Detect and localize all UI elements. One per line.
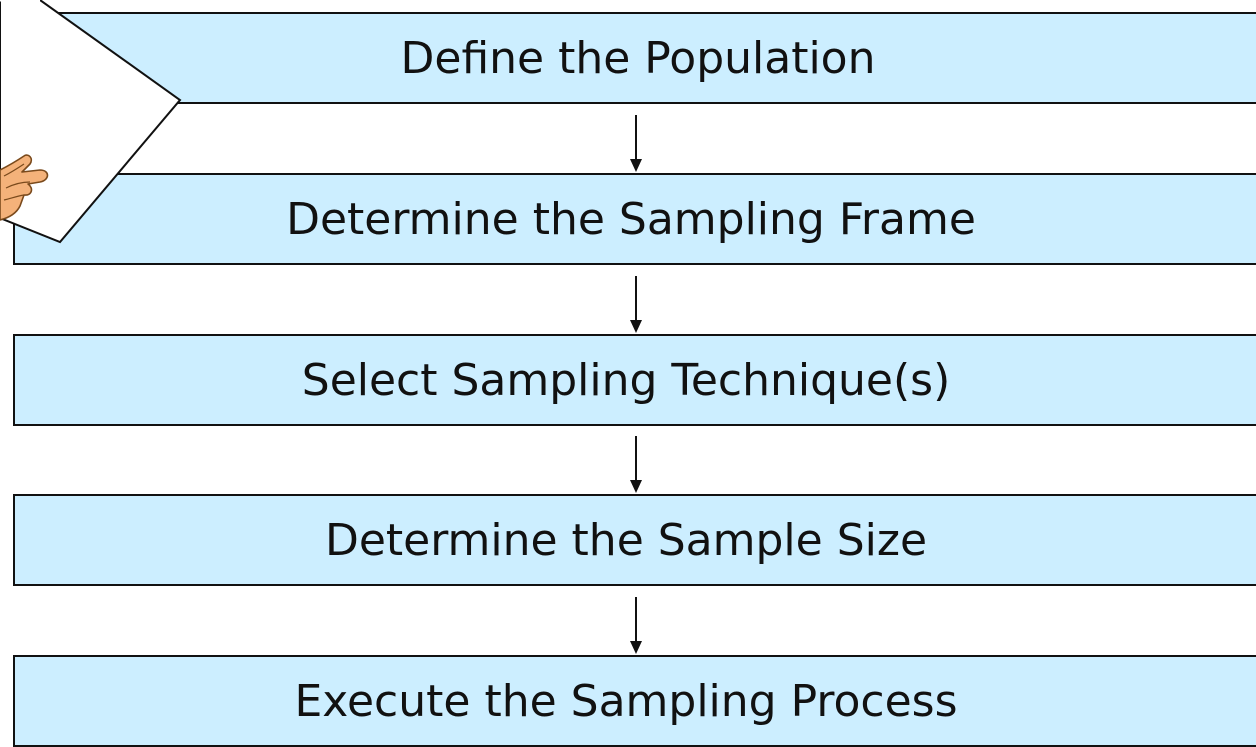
- step-sample-size: Determine the Sample Size: [13, 494, 1256, 586]
- step-execute-sampling: Execute the Sampling Process: [13, 655, 1256, 747]
- arrow-down-icon: [626, 597, 646, 655]
- step-label: Determine the Sampling Frame: [286, 193, 976, 245]
- step-sampling-technique: Select Sampling Technique(s): [13, 334, 1256, 426]
- arrow-down-icon: [626, 276, 646, 334]
- step-sampling-frame: Determine the Sampling Frame: [13, 173, 1256, 265]
- step-label: Define the Population: [400, 32, 876, 84]
- arrow-down-icon: [626, 436, 646, 494]
- step-label: Determine the Sample Size: [324, 514, 928, 566]
- arrow-down-icon: [626, 115, 646, 173]
- step-define-population: Define the Population: [13, 12, 1256, 104]
- step-label: Select Sampling Technique(s): [301, 354, 951, 406]
- step-label: Execute the Sampling Process: [294, 675, 958, 727]
